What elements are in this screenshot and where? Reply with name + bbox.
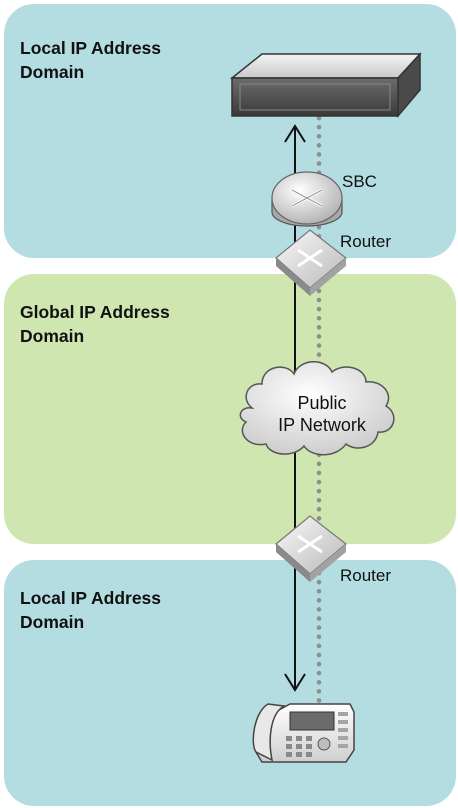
switch-icon [275,229,347,296]
local-domain-bottom [4,560,456,806]
ip-phone-icon [252,703,355,763]
domain-title-bottom-line1: Local IP Address [20,588,162,608]
domain-title-top-line1: Local IP Address [20,38,162,58]
cloud-icon [239,361,395,456]
domain-title-top: Local IP Address Domain [20,36,161,84]
router-label-top: Router [340,232,392,251]
domain-title-top-line2: Domain [20,62,85,82]
cloud-label-line1: Public [297,393,347,413]
domain-title-middle-line1: Global IP Address [20,302,170,322]
server-appliance-icon [229,52,422,119]
domain-title-bottom-line2: Domain [20,612,85,632]
cloud-label: Public IP Network [246,392,398,436]
router-label-bottom: Router [340,566,392,585]
sbc-label: SBC [342,172,377,191]
domain-title-middle: Global IP Address Domain [20,300,170,348]
cloud-label-line2: IP Network [278,415,366,435]
switch-icon [275,515,347,582]
router-icon [271,171,343,227]
domain-title-middle-line2: Domain [20,326,85,346]
local-domain-top [4,4,456,258]
domain-title-bottom: Local IP Address Domain [20,586,161,634]
